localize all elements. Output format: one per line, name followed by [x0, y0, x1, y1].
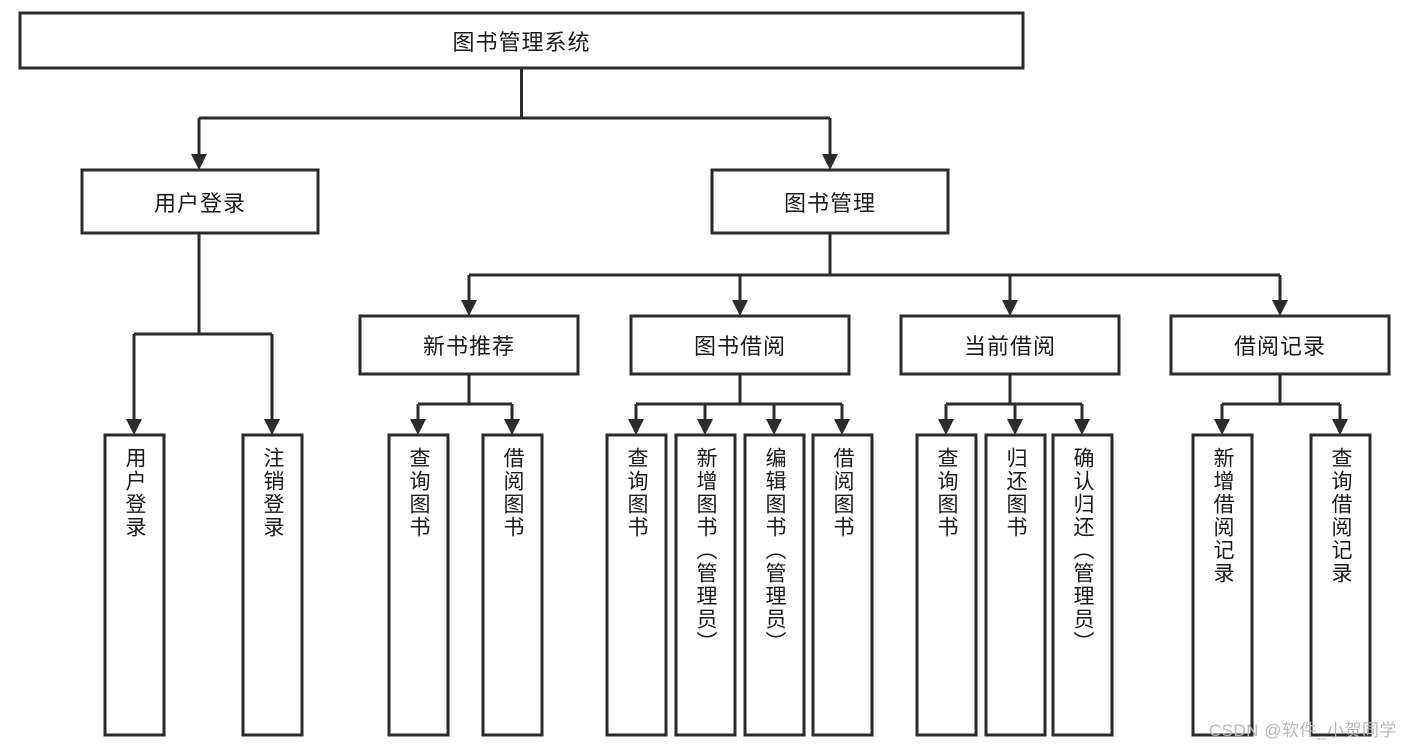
node-leaf_query_book_cb[interactable]	[915, 433, 978, 737]
arrow-new-book-icon	[461, 300, 477, 316]
node-leaf_query_book_bb[interactable]	[605, 433, 668, 737]
node-leaf_borrow_book_rec[interactable]	[481, 433, 544, 737]
arrow-leaf-borrow-bb-icon	[834, 419, 850, 435]
arrow-leaf-return-cb-icon	[1007, 419, 1023, 435]
node-root[interactable]	[18, 11, 1025, 70]
node-box-layer	[18, 11, 1391, 737]
arrowhead-layer	[126, 154, 1348, 435]
node-leaf_user_logout[interactable]	[241, 433, 304, 737]
node-leaf_query_record_br[interactable]	[1309, 433, 1372, 737]
node-new_book_rec[interactable]	[358, 314, 580, 376]
node-leaf_confirm_return_cb[interactable]	[1051, 433, 1114, 737]
arrow-borrow-record-icon	[1272, 300, 1288, 316]
arrow-leaf-add-bb-icon	[697, 419, 713, 435]
node-current_borrow[interactable]	[899, 314, 1121, 376]
arrow-leaf-user-logout-icon	[264, 419, 280, 435]
node-user_login[interactable]	[80, 168, 320, 235]
arrow-book-borrow-icon	[732, 300, 748, 316]
node-leaf_add_record_br[interactable]	[1191, 433, 1254, 737]
arrow-user-login-icon	[191, 154, 207, 170]
arrow-leaf-borrow-rec-icon	[504, 419, 520, 435]
arrow-leaf-confirm-cb-icon	[1074, 419, 1090, 435]
node-leaf_borrow_book_bb[interactable]	[811, 433, 874, 737]
arrow-leaf-query-bb-icon	[628, 419, 644, 435]
node-borrow_record[interactable]	[1169, 314, 1391, 376]
node-leaf_return_book_cb[interactable]	[984, 433, 1047, 737]
arrow-leaf-user-login-icon	[126, 419, 142, 435]
arrow-leaf-query-br-icon	[1332, 419, 1348, 435]
node-leaf_user_login[interactable]	[103, 433, 166, 737]
node-leaf_edit_book_bb[interactable]	[743, 433, 806, 737]
node-book_manage[interactable]	[710, 168, 950, 235]
arrow-leaf-query-cb-icon	[938, 419, 954, 435]
node-leaf_add_book_bb[interactable]	[674, 433, 737, 737]
node-book_borrow[interactable]	[629, 314, 851, 376]
node-leaf_query_book_rec[interactable]	[387, 433, 450, 737]
arrow-leaf-edit-bb-icon	[766, 419, 782, 435]
arrow-book-manage-icon	[822, 154, 838, 170]
arrow-current-borrow-icon	[1002, 300, 1018, 316]
arrow-leaf-query-rec-icon	[410, 419, 426, 435]
arrow-leaf-add-br-icon	[1214, 419, 1230, 435]
